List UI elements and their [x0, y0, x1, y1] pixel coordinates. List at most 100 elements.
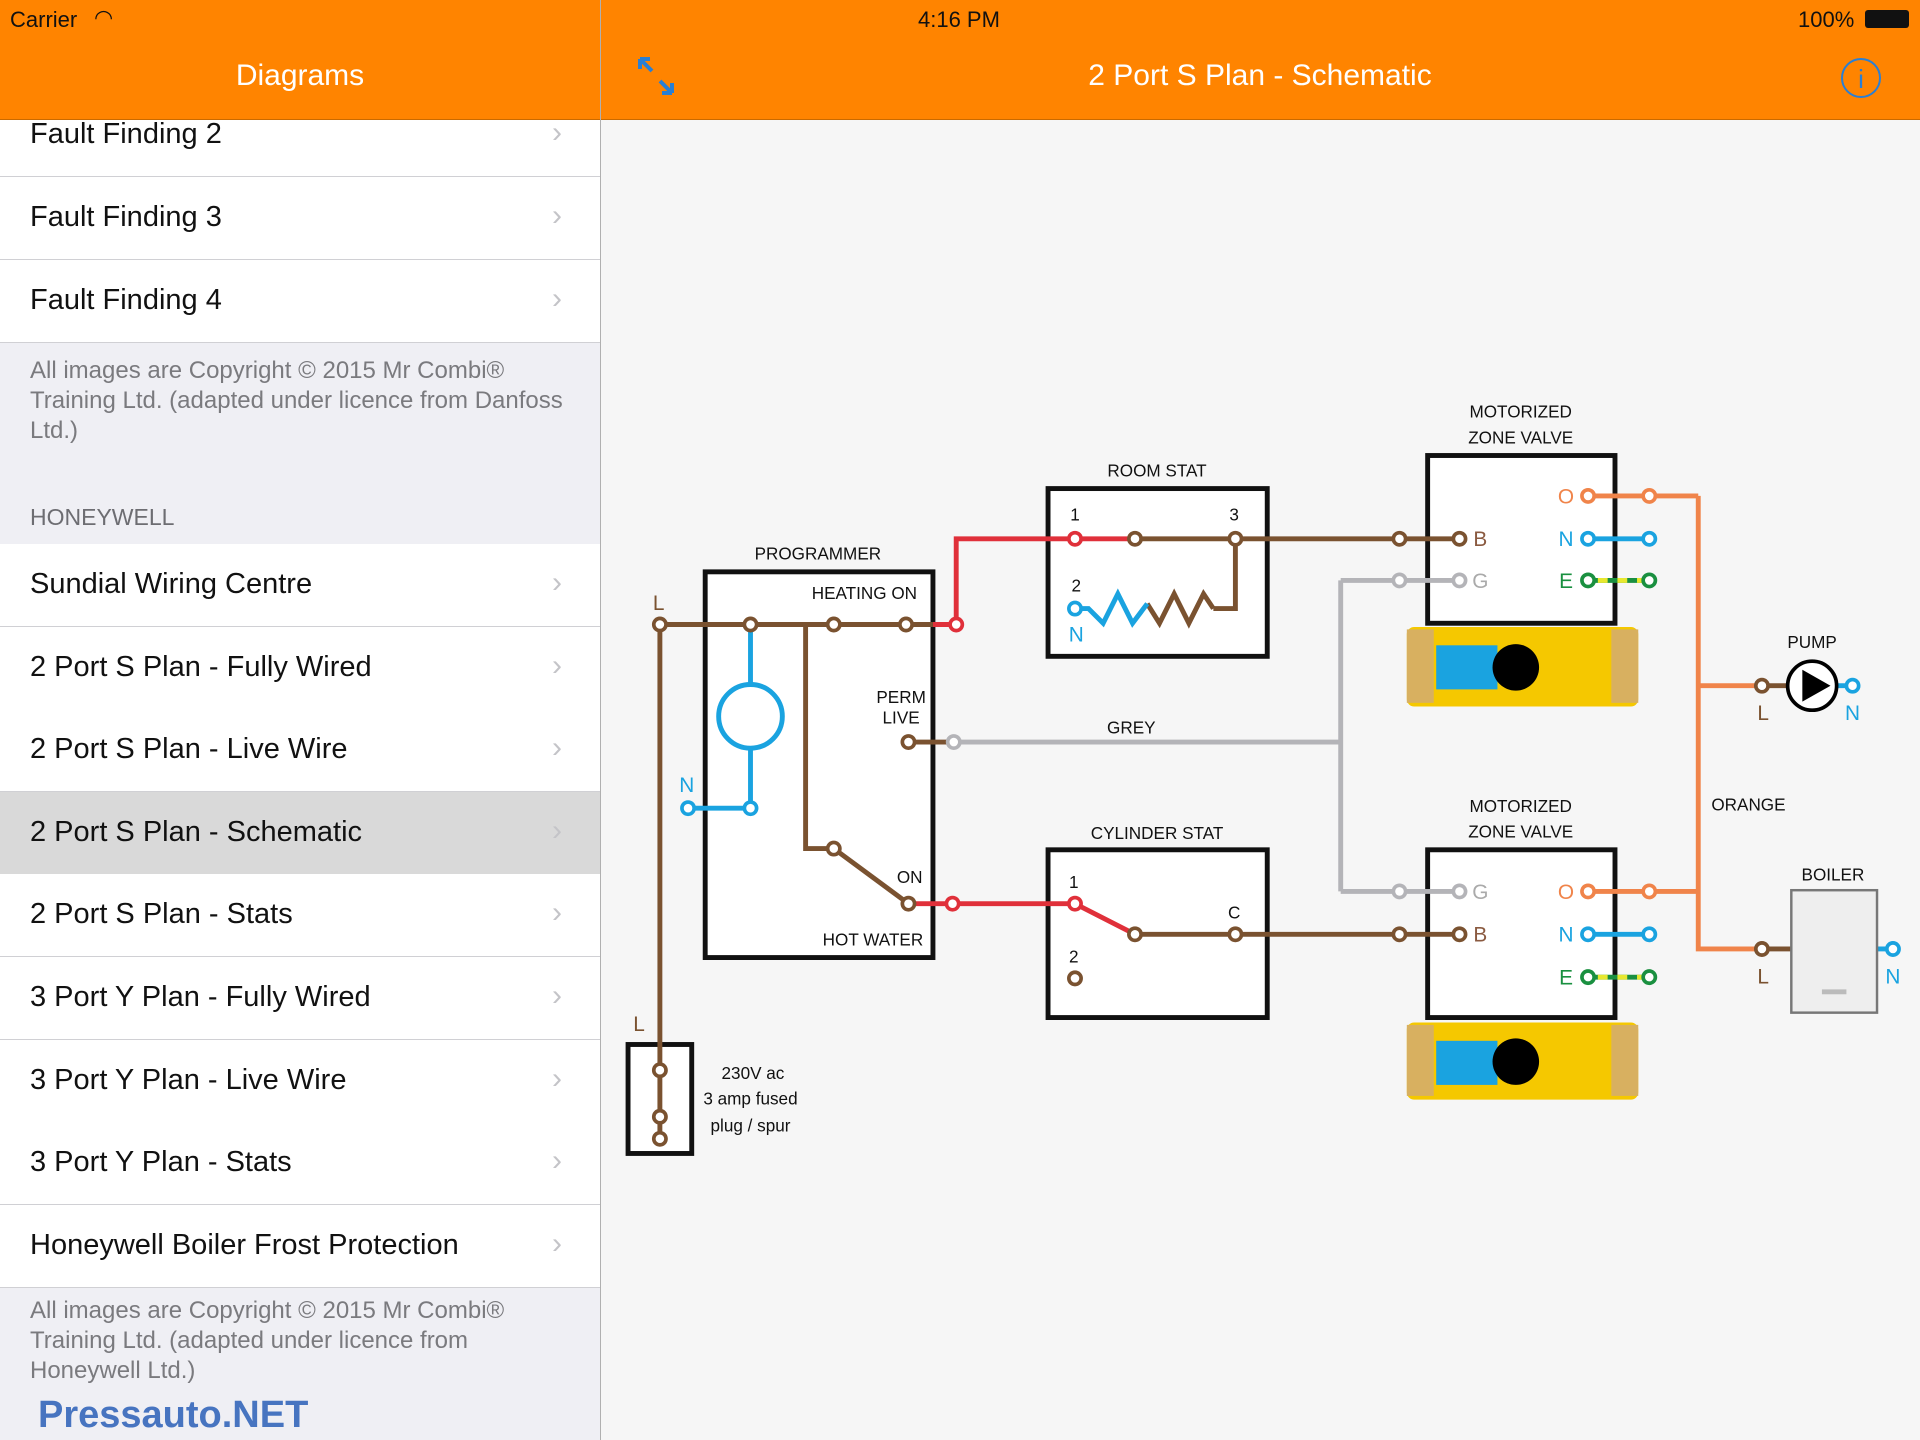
chevron-right-icon: › — [552, 120, 562, 149]
list-item[interactable]: 3 Port Y Plan - Fully Wired › — [0, 957, 600, 1040]
terminal — [1641, 530, 1658, 547]
list-item-label: 3 Port Y Plan - Fully Wired — [30, 981, 371, 1013]
plug-label: 230V ac — [722, 1063, 785, 1083]
terminal — [1641, 572, 1658, 589]
live-label: L — [1757, 702, 1769, 725]
status-bar: Carrier ◠ 4:16 PM 100% — [0, 0, 1920, 37]
terminal-label: G — [1472, 570, 1488, 593]
list-item-label: Fault Finding 3 — [30, 201, 222, 233]
terminal — [1580, 883, 1597, 900]
list-item-label: Honeywell Boiler Frost Protection — [30, 1228, 459, 1261]
split-divider[interactable] — [600, 0, 601, 1440]
list-item-label: 2 Port S Plan - Stats — [30, 898, 293, 931]
terminal — [948, 616, 965, 633]
list-item-label: Fault Finding 2 — [30, 120, 222, 150]
terminal-label: N — [1558, 924, 1573, 947]
list-item[interactable]: Fault Finding 4› — [0, 260, 600, 343]
list-item[interactable]: 2 Port S Plan - Schematic› — [0, 791, 600, 875]
cylinder-stat-label: CYLINDER STAT — [1091, 823, 1224, 843]
terminal — [1884, 941, 1901, 957]
room-stat-label: ROOM STAT — [1107, 460, 1207, 480]
list-item-label: 3 Port Y Plan - Live Wire — [30, 1063, 347, 1096]
terminal-label: 2 — [1069, 946, 1079, 966]
live-label: LIVE — [883, 708, 920, 728]
info-icon[interactable]: i — [1840, 57, 1882, 99]
chevron-right-icon: › — [552, 813, 562, 847]
zone-valve-label: MOTORIZED — [1469, 796, 1571, 816]
live-label: L — [653, 592, 665, 615]
chevron-right-icon: › — [552, 566, 562, 599]
expand-arrows-icon[interactable] — [636, 55, 676, 97]
grey-wire — [953, 577, 1460, 894]
neutral-label: N — [679, 774, 694, 797]
battery-icon — [1865, 10, 1909, 28]
sidebar: Fault Finding 2 › Fault Finding 3 › Fault … — [0, 120, 600, 1440]
copyright-note: All images are Copyright © 2015 Mr Combi… — [30, 1297, 505, 1384]
terminal-label: G — [1472, 881, 1488, 904]
watermark: Pressauto.NET — [38, 1394, 309, 1436]
battery-label: 100% — [1798, 7, 1855, 32]
perm-label: PERM — [876, 687, 925, 707]
list-item-label: 2 Port S Plan - Live Wire — [30, 733, 348, 766]
programmer-label: PROGRAMMER — [755, 544, 882, 564]
terminal — [1641, 926, 1658, 943]
zone-valve-label: ZONE VALVE — [1468, 822, 1573, 842]
terminal — [1844, 677, 1861, 694]
grey-label: GREY — [1107, 717, 1156, 737]
time-label: 4:16 PM — [918, 7, 1000, 32]
terminal-label: 3 — [1229, 504, 1239, 524]
list-item[interactable]: 2 Port S Plan - Stats› — [0, 874, 600, 958]
terminal — [651, 1108, 668, 1125]
terminal — [1580, 572, 1597, 589]
terminal — [1227, 530, 1244, 547]
list-item[interactable]: 3 Port Y Plan - Stats› — [0, 1122, 600, 1206]
terminal — [1227, 926, 1244, 943]
on-label: ON — [897, 867, 923, 887]
neutral-label: N — [1885, 965, 1900, 988]
terminal-label: O — [1558, 881, 1574, 904]
terminal — [1451, 572, 1468, 589]
terminal — [651, 616, 668, 633]
terminal — [825, 616, 842, 633]
terminal — [944, 895, 961, 912]
chevron-right-icon: › — [552, 199, 562, 232]
list-item[interactable]: Honeywell Boiler Frost Protection › — [0, 1204, 600, 1288]
terminal — [651, 1062, 668, 1079]
list-item-label: 3 Port Y Plan - Stats — [30, 1146, 292, 1179]
page-title: 2 Port S Plan - Schematic — [1088, 59, 1432, 92]
hot-water-label: HOT WATER — [823, 929, 924, 949]
neutral-label: N — [1845, 702, 1860, 725]
terminal-label: B — [1473, 924, 1487, 947]
plug-label: 3 amp fused — [703, 1088, 797, 1108]
programmer-box — [702, 569, 936, 961]
valve-body — [1406, 626, 1639, 1100]
chevron-right-icon: › — [552, 1226, 562, 1260]
section-header: HONEYWELL — [30, 504, 175, 530]
chevron-right-icon: › — [552, 282, 562, 315]
terminal — [1391, 883, 1408, 900]
terminal — [1753, 677, 1770, 694]
terminal-label: N — [1558, 528, 1573, 551]
carrier-label: Carrier — [10, 7, 78, 32]
terminal — [1580, 926, 1597, 943]
list-item[interactable]: Fault Finding 3 › — [0, 177, 600, 260]
copyright-note: All images are Copyright © 2015 Mr Combi… — [30, 357, 563, 444]
chevron-right-icon: › — [552, 979, 562, 1012]
list-item[interactable]: 2 Port S Plan - Live Wire› — [0, 709, 600, 793]
zone-valve-label: ZONE VALVE — [1468, 427, 1573, 447]
terminal — [1580, 530, 1597, 547]
list-item[interactable]: Fault Finding 2 › — [0, 120, 600, 177]
terminal — [1451, 530, 1468, 547]
list-item-label: 2 Port S Plan - Fully Wired — [30, 650, 372, 683]
terminal — [742, 616, 759, 633]
room-stat-box — [1045, 486, 1270, 659]
list-item[interactable]: 3 Port Y Plan - Live Wire› — [0, 1039, 600, 1123]
nav-bar: Diagrams 2 Port S Plan - Schematic i — [0, 37, 1920, 120]
terminal — [680, 800, 697, 817]
terminal-label: E — [1559, 966, 1573, 989]
chevron-right-icon: › — [552, 648, 562, 682]
list-item[interactable]: Sundial Wiring Centre› — [0, 544, 600, 627]
terminal — [900, 734, 917, 750]
terminal — [1753, 941, 1770, 957]
list-item[interactable]: 2 Port S Plan - Fully Wired › — [0, 626, 600, 710]
